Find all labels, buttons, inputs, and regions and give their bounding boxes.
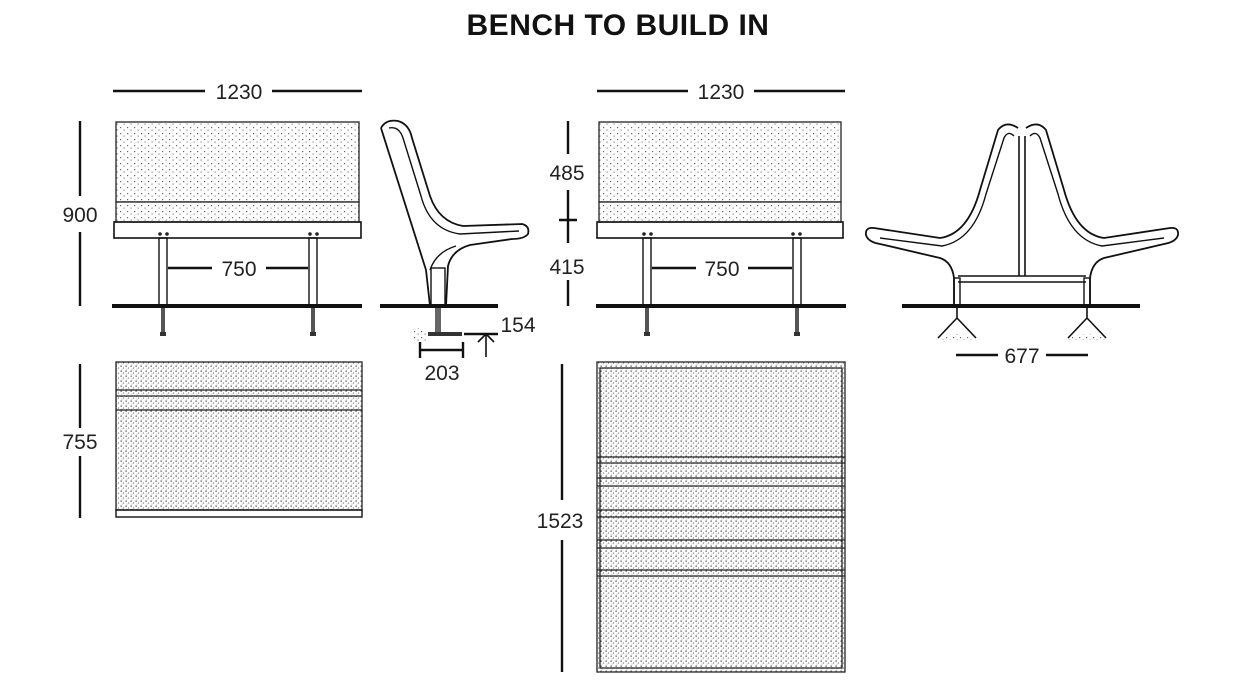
single-front-leg-spacing-label: 750 <box>221 258 256 281</box>
double-side-foot-spacing-label: 677 <box>1004 345 1039 368</box>
double-bench-front-view: 1230 485 415 750 <box>549 81 846 336</box>
double-bench-side-view: 677 <box>865 123 1179 368</box>
double-front-width-label: 1230 <box>698 81 745 104</box>
single-bench-side-view: 154 203 <box>380 119 536 385</box>
single-bench-top-view: 755 <box>62 361 363 518</box>
single-front-width-label: 1230 <box>216 81 263 104</box>
single-side-foot-width-label: 203 <box>424 362 459 385</box>
double-bench-top-view: 1523 <box>537 361 846 673</box>
single-bench-front-view: 1230 900 750 <box>62 81 362 336</box>
double-front-seat-height-label: 415 <box>549 256 584 279</box>
double-front-back-height-label: 485 <box>549 162 584 185</box>
double-front-leg-spacing-label: 750 <box>704 258 739 281</box>
page-title: BENCH TO BUILD IN <box>467 9 770 42</box>
single-top-depth-label: 755 <box>62 431 97 454</box>
single-side-foot-offset-label: 154 <box>500 314 535 337</box>
double-top-depth-label: 1523 <box>537 510 584 533</box>
single-front-height-label: 900 <box>62 204 97 227</box>
